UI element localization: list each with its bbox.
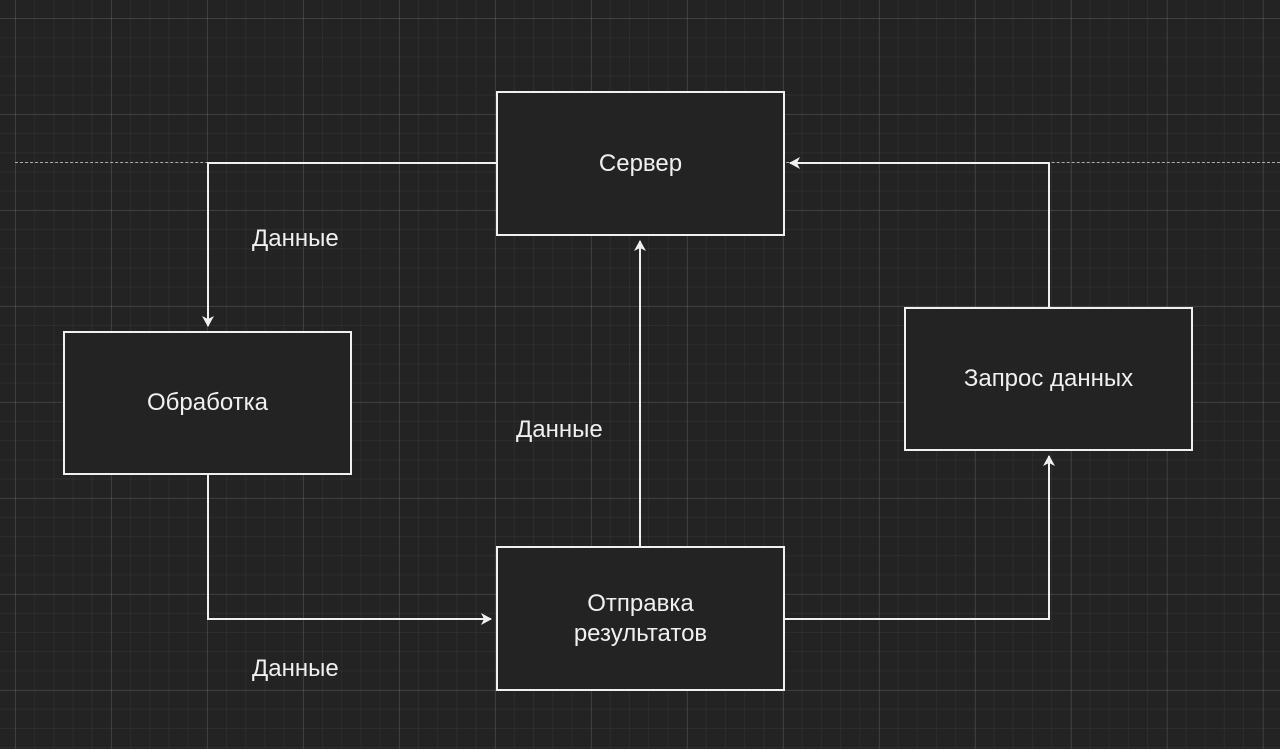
- node-data-request[interactable]: Запрос данных: [904, 307, 1193, 451]
- node-server[interactable]: Сервер: [496, 91, 785, 236]
- node-processing[interactable]: Обработка: [63, 331, 352, 475]
- node-send-results-line1: Отправка: [587, 589, 694, 617]
- node-server-label: Сервер: [598, 149, 683, 177]
- node-send-results-line2: результатов: [573, 619, 708, 647]
- node-send-results[interactable]: Отправка результатов: [496, 546, 785, 691]
- edge-label-server-to-process[interactable]: Данные: [252, 225, 339, 252]
- edge-label-send-to-server[interactable]: Данные: [516, 416, 603, 443]
- edge-label-process-to-send[interactable]: Данные: [252, 655, 339, 682]
- edge-request-to-server[interactable]: [789, 157, 1050, 307]
- node-send-results-text: Отправка результатов: [574, 589, 707, 649]
- edge-send-to-request[interactable]: [785, 455, 1055, 620]
- edge-process-to-send[interactable]: [207, 475, 492, 625]
- node-data-request-label: Запрос данных: [963, 365, 1134, 392]
- node-processing-label: Обработка: [146, 389, 269, 416]
